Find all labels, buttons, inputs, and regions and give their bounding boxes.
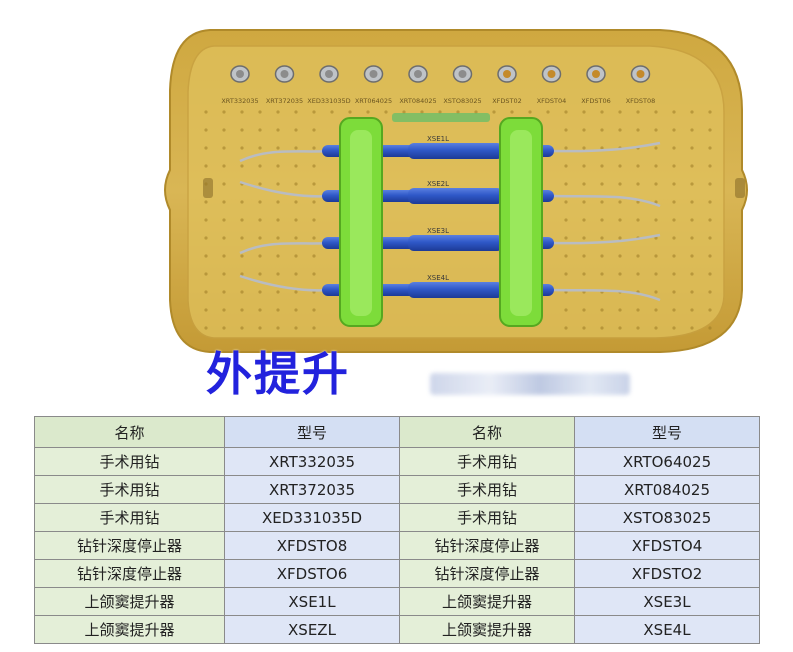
blurred-caption bbox=[430, 373, 630, 395]
instrument-label: XSE4L bbox=[427, 274, 449, 282]
page-title: 外提升 bbox=[206, 347, 350, 401]
cell-name: 上颌窦提升器 bbox=[399, 615, 575, 644]
right-instrument-clip bbox=[499, 117, 543, 327]
table-header-row: 名称 型号 名称 型号 bbox=[34, 416, 760, 448]
cell-model: XRT084025 bbox=[574, 475, 760, 504]
cell-name: 钻针深度停止器 bbox=[399, 559, 575, 588]
tray-label: XFDST08 bbox=[626, 97, 656, 105]
cell-model: XSE3L bbox=[574, 587, 760, 616]
cell-name: 手术用钻 bbox=[399, 447, 575, 476]
instrument-label: XSE2L bbox=[427, 180, 449, 188]
cell-model: XRT332035 bbox=[224, 447, 400, 476]
drill-bit: XFDST08 bbox=[626, 65, 656, 105]
cell-name: 手术用钻 bbox=[34, 475, 225, 504]
tray-label: XSTO83025 bbox=[443, 97, 481, 105]
drill-bit: XFDST02 bbox=[492, 65, 522, 105]
header-model: 型号 bbox=[224, 416, 400, 448]
cell-name: 上颌窦提升器 bbox=[34, 587, 225, 616]
instrument-label: XSE1L bbox=[427, 135, 449, 143]
cell-name: 上颌窦提升器 bbox=[34, 615, 225, 644]
header-name: 名称 bbox=[34, 416, 225, 448]
cell-model: XRT372035 bbox=[224, 475, 400, 504]
cell-name: 手术用钻 bbox=[34, 447, 225, 476]
tray-label: XED331035D bbox=[307, 97, 350, 105]
drill-bit: XRT084025 bbox=[399, 65, 437, 105]
cell-model: XFDSTO4 bbox=[574, 531, 760, 560]
cell-model: XFDSTO2 bbox=[574, 559, 760, 588]
left-instrument-clip bbox=[339, 117, 383, 327]
cell-model: XED331035D bbox=[224, 503, 400, 532]
cell-name: 钻针深度停止器 bbox=[399, 531, 575, 560]
header-model: 型号 bbox=[574, 416, 760, 448]
cell-model: XFDSTO6 bbox=[224, 559, 400, 588]
cell-model: XFDSTO8 bbox=[224, 531, 400, 560]
cell-model: XRTO64025 bbox=[574, 447, 760, 476]
cell-name: 上颌窦提升器 bbox=[399, 587, 575, 616]
tray-label: XFDST02 bbox=[492, 97, 522, 105]
drill-bit: XSTO83025 bbox=[443, 65, 482, 105]
drill-bit: XRT372035 bbox=[266, 65, 303, 105]
tray-label: XRT332035 bbox=[221, 97, 258, 105]
tray-label: XFDST04 bbox=[537, 97, 567, 105]
drill-bit: XRT064025 bbox=[355, 65, 392, 105]
cell-model: XSEZL bbox=[224, 615, 400, 644]
cell-model: XSTO83025 bbox=[574, 503, 760, 532]
header-name: 名称 bbox=[399, 416, 575, 448]
drill-bit: XFDST06 bbox=[581, 65, 611, 105]
cell-model: XSE1L bbox=[224, 587, 400, 616]
cell-name: 手术用钻 bbox=[399, 503, 575, 532]
cell-name: 钻针深度停止器 bbox=[34, 559, 225, 588]
drill-bit: XED331035D bbox=[307, 65, 351, 105]
drill-bit: XRT332035 bbox=[221, 65, 259, 105]
cell-model: XSE4L bbox=[574, 615, 760, 644]
instrument-label: XSE3L bbox=[427, 227, 449, 235]
drill-bit: XFDST04 bbox=[537, 65, 567, 105]
cell-name: 钻针深度停止器 bbox=[34, 531, 225, 560]
tray-label: XRT064025 bbox=[355, 97, 392, 105]
product-photo: XRT332035 XRT372035 XED331035D XRT064025 XRT… bbox=[164, 29, 748, 353]
tray-label: XRT084025 bbox=[399, 97, 436, 105]
cell-name: 手术用钻 bbox=[399, 475, 575, 504]
cell-name: 手术用钻 bbox=[34, 503, 225, 532]
tray-label: XRT372035 bbox=[266, 97, 303, 105]
tray-label-strip bbox=[392, 113, 490, 122]
tray-label: XFDST06 bbox=[581, 97, 611, 105]
